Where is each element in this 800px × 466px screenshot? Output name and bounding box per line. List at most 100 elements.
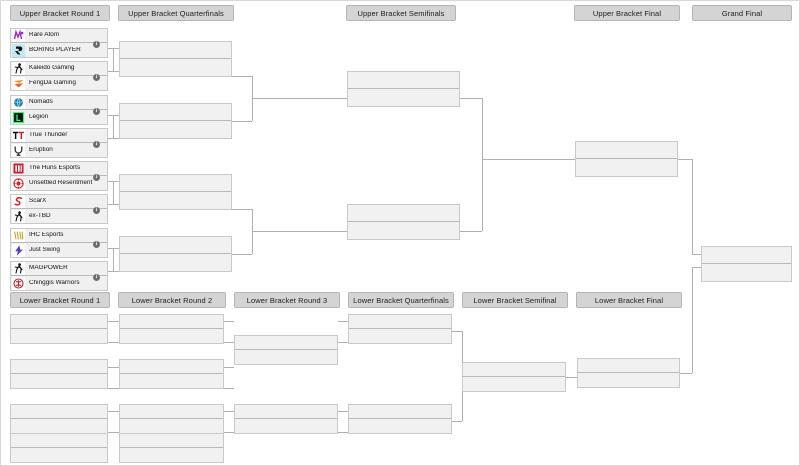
match-lbqf-m2[interactable] (348, 404, 452, 434)
match-opponent-top[interactable]: Rare Atom (11, 29, 107, 43)
match-ubr1-m6[interactable]: ScarX ex-TBD i (10, 194, 108, 224)
match-opponent-bottom[interactable] (120, 59, 231, 76)
match-opponent-top[interactable] (348, 205, 459, 222)
match-opponent-top[interactable] (120, 42, 231, 59)
match-opponent-bottom[interactable] (349, 419, 451, 433)
match-info-icon[interactable]: i (93, 173, 100, 181)
match-opponent-bottom[interactable] (702, 264, 791, 281)
match-lbr2-m4[interactable] (119, 433, 224, 463)
match-ubr1-m4[interactable]: True Thunder Eruption i (10, 128, 108, 158)
match-opponent-bottom[interactable] (348, 89, 459, 106)
match-opponent-bottom[interactable]: FengDa Gaming (11, 76, 107, 90)
match-opponent-bottom[interactable]: ex-TBD (11, 209, 107, 223)
match-ubsf-m1[interactable] (347, 71, 460, 107)
match-opponent-bottom[interactable] (463, 377, 565, 391)
match-opponent-bottom[interactable] (120, 374, 223, 388)
match-ubf-m1[interactable] (575, 141, 678, 177)
match-ubsf-m2[interactable] (347, 204, 460, 240)
match-opponent-top[interactable] (349, 405, 451, 419)
match-ubr1-m5[interactable]: The Huns Esports Unsettled Resentment i (10, 161, 108, 191)
match-opponent-bottom[interactable] (349, 329, 451, 343)
match-opponent-top[interactable] (702, 247, 791, 264)
match-opponent-top[interactable] (120, 405, 223, 419)
match-lbqf-m1[interactable] (348, 314, 452, 344)
round-header-lb-r2[interactable]: Lower Bracket Round 2 (118, 292, 226, 308)
match-opponent-bottom[interactable] (120, 419, 223, 433)
match-opponent-top[interactable] (120, 237, 231, 254)
match-opponent-bottom[interactable]: Chinggis Warriors (11, 276, 107, 290)
match-lbr1-m1[interactable] (10, 314, 108, 344)
round-header-lb-qf[interactable]: Lower Bracket Quarterfinals (348, 292, 454, 308)
match-opponent-top[interactable] (348, 72, 459, 89)
match-lbr2-m3[interactable] (119, 404, 224, 434)
match-opponent-bottom[interactable] (120, 254, 231, 271)
match-opponent-top[interactable] (120, 315, 223, 329)
match-lbsf-m1[interactable] (462, 362, 566, 392)
match-info-icon[interactable]: i (93, 107, 100, 115)
match-opponent-bottom[interactable] (11, 374, 107, 388)
match-opponent-bottom[interactable] (11, 448, 107, 462)
match-opponent-top[interactable]: Kaleido Gaming (11, 62, 107, 76)
match-info-icon[interactable]: i (93, 140, 100, 148)
match-info-icon[interactable]: i (93, 40, 100, 48)
match-ubr1-m7[interactable]: IHC Esports Just Swing i (10, 228, 108, 258)
match-ubqf-m4[interactable] (119, 236, 232, 272)
match-opponent-top[interactable] (578, 359, 679, 373)
match-opponent-top[interactable] (235, 336, 337, 350)
match-lbf-m1[interactable] (577, 358, 680, 388)
match-opponent-bottom[interactable]: BORING PLAYER (11, 43, 107, 57)
match-lbr1-m2[interactable] (10, 359, 108, 389)
match-lbr1-m4[interactable] (10, 433, 108, 463)
match-opponent-top[interactable] (11, 315, 107, 329)
round-header-ub-qf[interactable]: Upper Bracket Quarterfinals (118, 5, 234, 21)
match-opponent-bottom[interactable] (11, 419, 107, 433)
match-lbr2-m1[interactable] (119, 314, 224, 344)
match-info-icon[interactable]: i (93, 73, 100, 81)
match-opponent-top[interactable] (11, 360, 107, 374)
match-opponent-bottom[interactable] (11, 329, 107, 343)
match-info-icon[interactable]: i (93, 240, 100, 248)
match-ubqf-m3[interactable] (119, 174, 232, 210)
match-opponent-top[interactable] (463, 363, 565, 377)
match-ubr1-m2[interactable]: Kaleido Gaming FengDa Gaming i (10, 61, 108, 91)
match-opponent-top[interactable] (11, 405, 107, 419)
match-opponent-bottom[interactable] (235, 419, 337, 433)
match-lbr3-m2[interactable] (234, 404, 338, 434)
match-ubr1-m3[interactable]: Nomads Legion i (10, 95, 108, 125)
round-header-ub-f[interactable]: Upper Bracket Final (574, 5, 680, 21)
round-header-lb-f[interactable]: Lower Bracket Final (576, 292, 682, 308)
match-opponent-top[interactable]: ScarX (11, 195, 107, 209)
match-opponent-top[interactable] (576, 142, 677, 159)
match-opponent-top[interactable] (120, 104, 231, 121)
round-header-lb-sf[interactable]: Lower Bracket Semifinal (462, 292, 568, 308)
match-opponent-bottom[interactable]: Eruption (11, 143, 107, 157)
match-ubqf-m1[interactable] (119, 41, 232, 77)
match-opponent-top[interactable] (349, 315, 451, 329)
match-opponent-top[interactable]: IHC Esports (11, 229, 107, 243)
match-opponent-bottom[interactable]: Just Swing (11, 243, 107, 257)
match-info-icon[interactable]: i (93, 206, 100, 214)
match-opponent-bottom[interactable] (576, 159, 677, 176)
match-opponent-top[interactable] (120, 360, 223, 374)
round-header-lb-r1[interactable]: Lower Bracket Round 1 (10, 292, 110, 308)
match-opponent-top[interactable]: MAGPOWER (11, 262, 107, 276)
match-ubr1-m1[interactable]: Rare Atom BORING PLAYER i (10, 28, 108, 58)
match-opponent-top[interactable] (235, 405, 337, 419)
match-opponent-bottom[interactable] (235, 350, 337, 364)
round-header-ub-sf[interactable]: Upper Bracket Semifinals (346, 5, 456, 21)
match-opponent-bottom[interactable]: Unsettled Resentment (11, 176, 107, 190)
match-lbr1-m3[interactable] (10, 404, 108, 434)
match-opponent-top[interactable]: Nomads (11, 96, 107, 110)
match-opponent-bottom[interactable] (578, 373, 679, 387)
match-opponent-bottom[interactable]: Legion (11, 110, 107, 124)
round-header-grand-final[interactable]: Grand Final (692, 5, 792, 21)
match-opponent-bottom[interactable] (120, 448, 223, 462)
match-opponent-bottom[interactable] (348, 222, 459, 239)
round-header-lb-r3[interactable]: Lower Bracket Round 3 (234, 292, 340, 308)
match-opponent-bottom[interactable] (120, 329, 223, 343)
match-opponent-top[interactable]: True Thunder (11, 129, 107, 143)
match-lbr2-m2[interactable] (119, 359, 224, 389)
match-lbr3-m1[interactable] (234, 335, 338, 365)
match-opponent-bottom[interactable] (120, 121, 231, 138)
match-ubqf-m2[interactable] (119, 103, 232, 139)
